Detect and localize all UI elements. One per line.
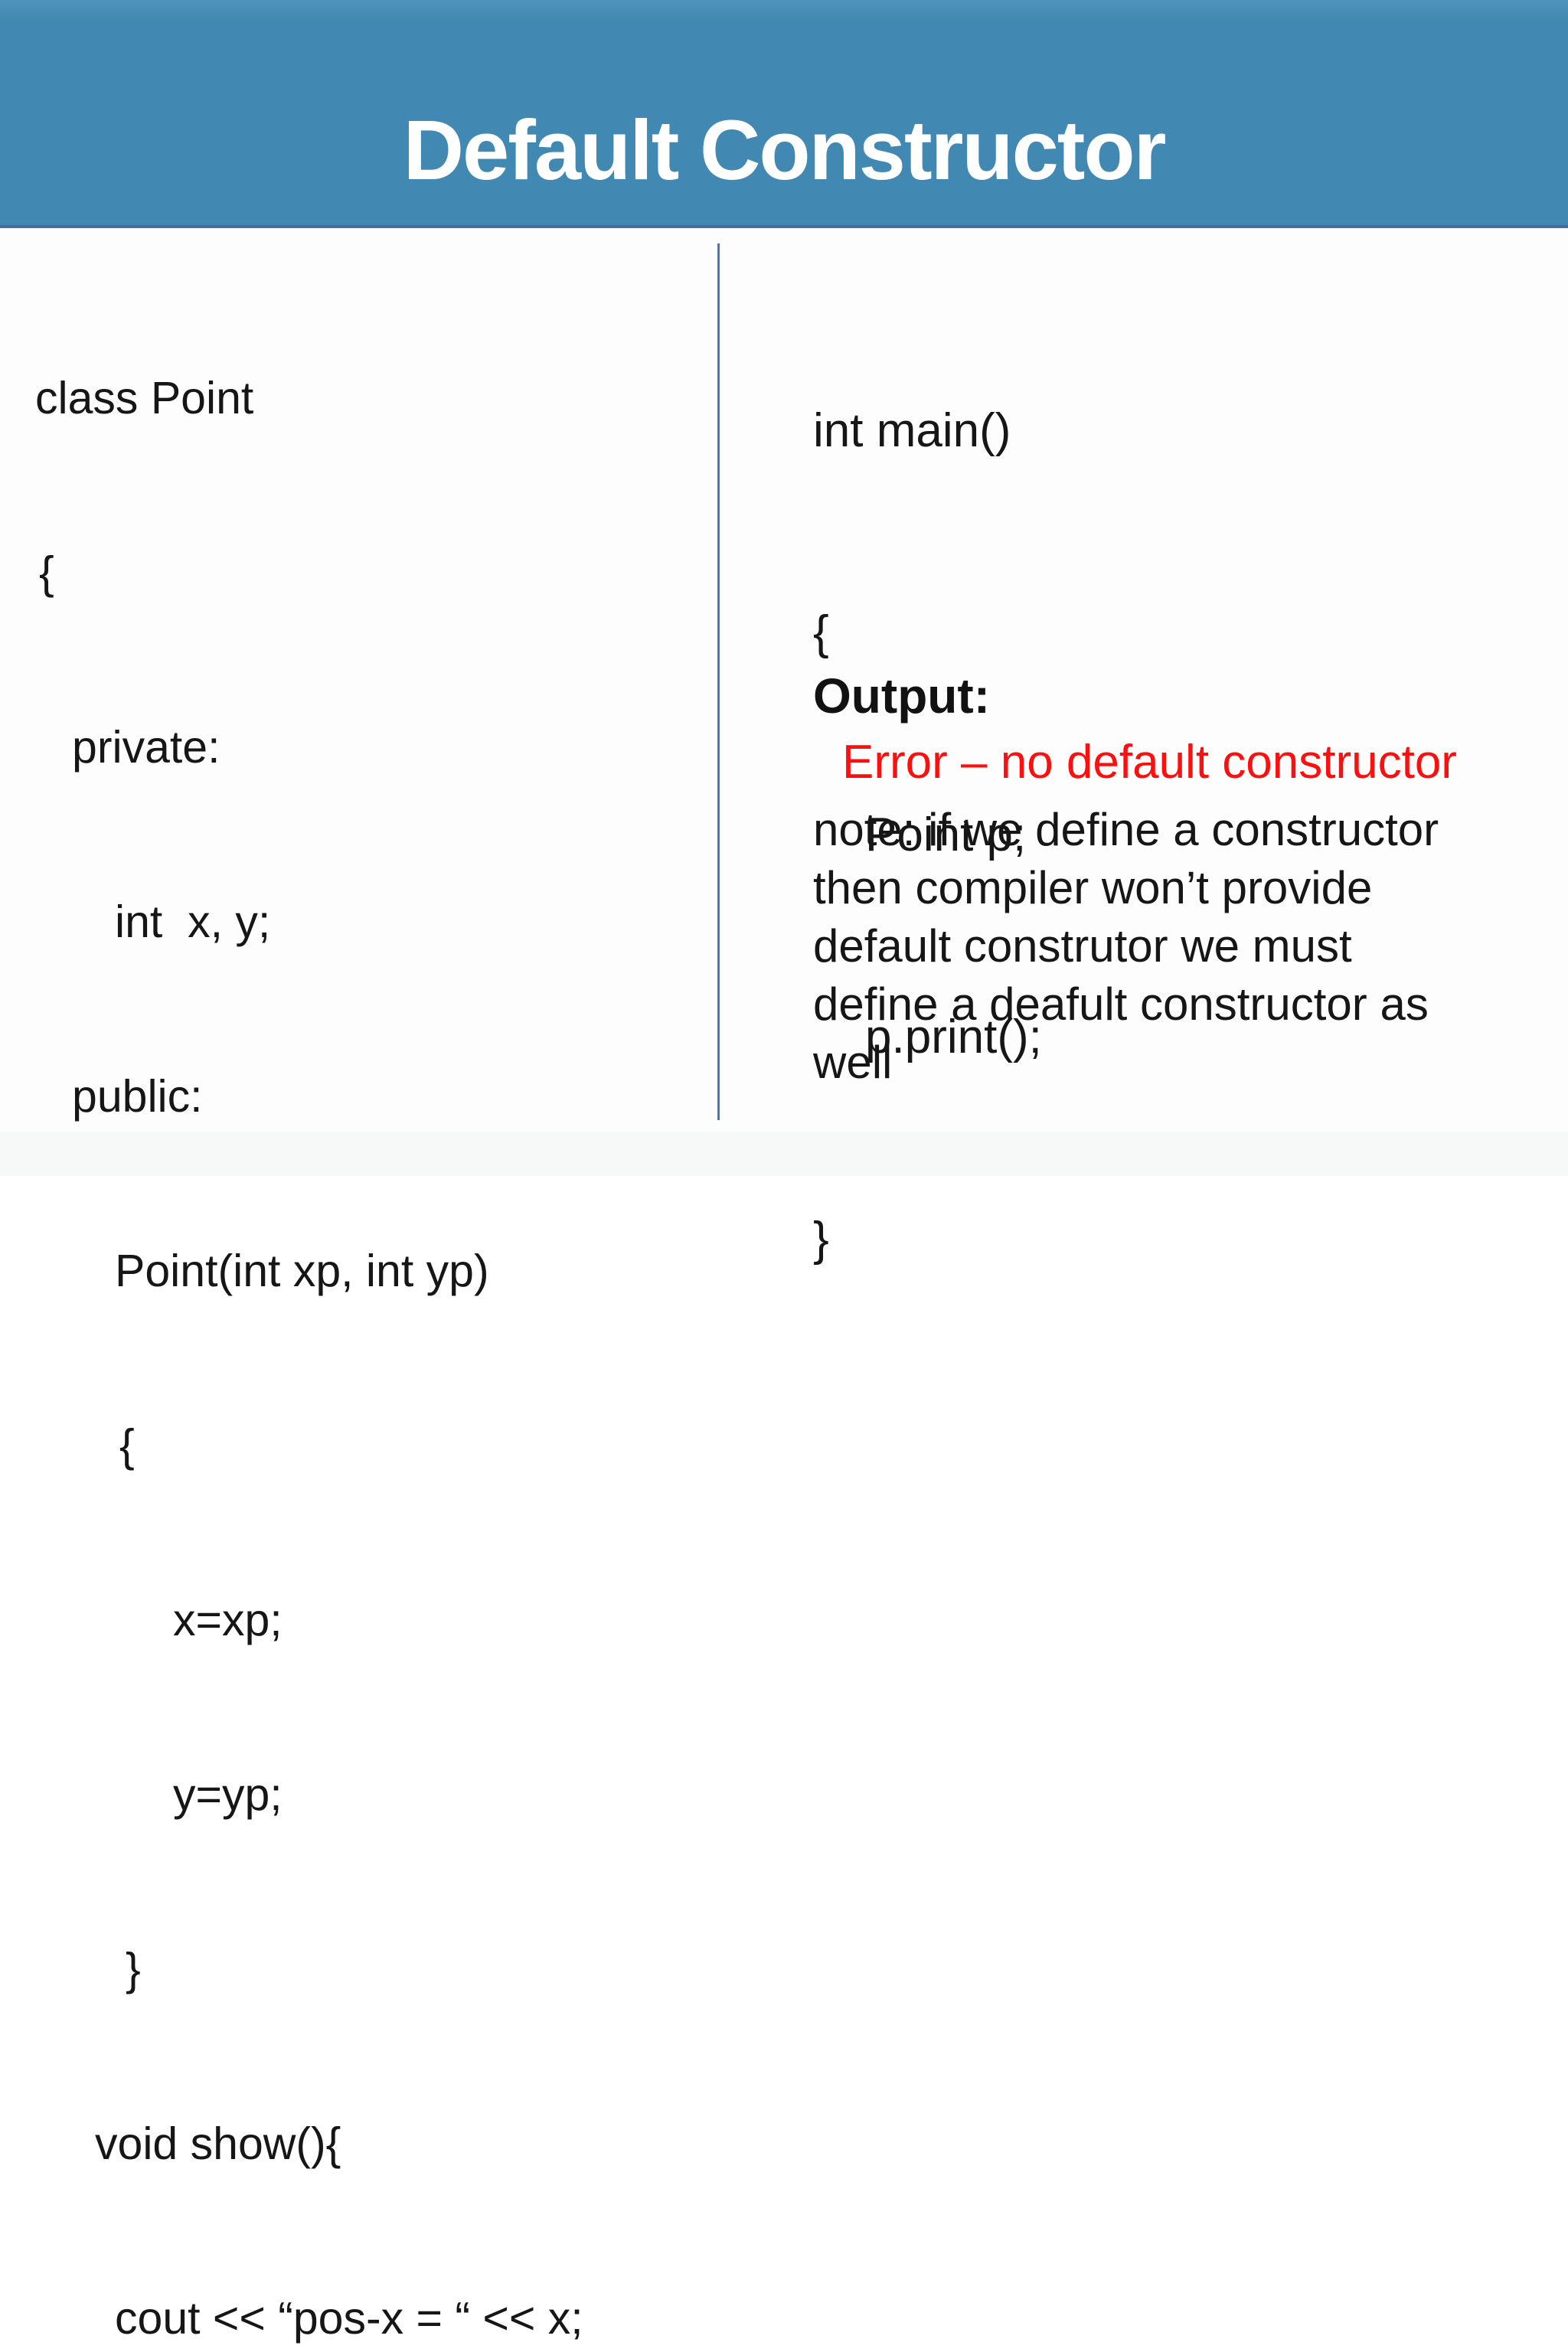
code-line: public:	[72, 1071, 203, 1122]
note-paragraph: note: if we define a constructor then co…	[813, 804, 1439, 1088]
code-line: x=xp;	[173, 1595, 283, 1645]
code-line: class Point	[35, 373, 254, 423]
right-code-block: int main() { Point p; p.print(); }	[813, 263, 1042, 1408]
code-line: Point p;	[865, 808, 1027, 861]
left-code-block: class Point { private: int x, y; public:…	[35, 253, 588, 2352]
code-line: y=yp;	[173, 1769, 283, 1820]
code-line: {	[119, 1420, 135, 1471]
column-divider	[717, 243, 720, 1120]
code-line: p.print();	[865, 1011, 1042, 1063]
error-message: Error – no default constructor	[842, 736, 1457, 789]
output-section: Output: Error – no default constructor n…	[813, 665, 1484, 1092]
code-line: cout << “pos-x = “ << x;	[115, 2293, 583, 2344]
code-line: Point(int xp, int yp)	[115, 1246, 489, 1296]
page-title: Default Constructor	[403, 103, 1167, 198]
code-line: }	[813, 1213, 829, 1266]
output-label: Output:	[813, 668, 990, 724]
code-line: {	[813, 606, 829, 659]
bottom-strip	[0, 1132, 1568, 1176]
code-line: void show(){	[95, 2118, 341, 2169]
code-line: {	[39, 547, 54, 598]
code-line: int main()	[813, 404, 1011, 457]
code-line: private:	[72, 722, 220, 773]
header-banner: Default Constructor	[0, 0, 1568, 228]
code-line: int x, y;	[115, 897, 271, 947]
code-line: }	[126, 1944, 141, 1994]
